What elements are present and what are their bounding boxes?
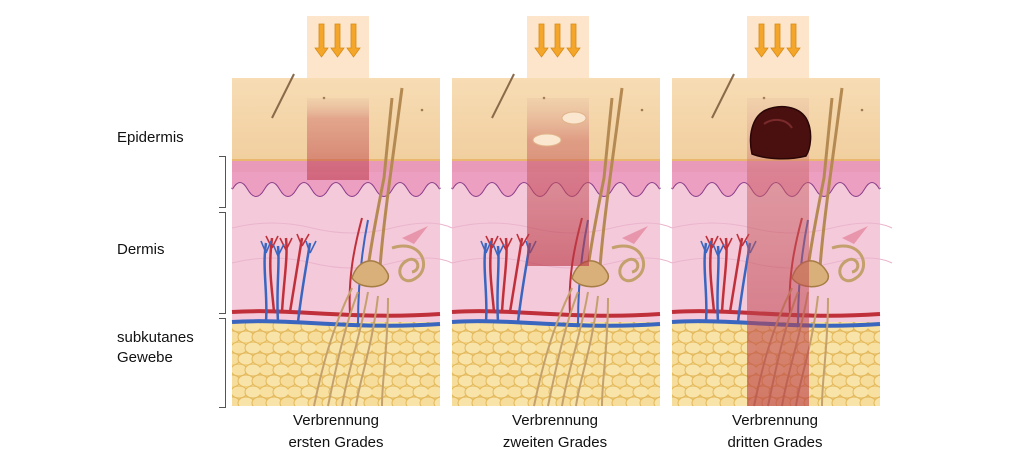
heat-beam-2: [527, 16, 589, 266]
heat-beam-3: [747, 16, 812, 406]
burn-zone-2: [527, 98, 589, 266]
caption-first-degree: Verbrennung ersten Grades: [226, 410, 446, 454]
heat-arrows-icon: [754, 23, 801, 58]
bracket-epidermis: [219, 156, 226, 208]
caption-line: ersten Grades: [288, 434, 384, 451]
heat-arrows-icon: [534, 23, 581, 58]
burn-zone-1: [307, 98, 369, 180]
bracket-subcutaneous: [219, 318, 226, 408]
label-subcutaneous-line-2: Gewebe: [117, 349, 173, 366]
label-epidermis: Epidermis: [117, 129, 184, 146]
blister-icon: [532, 111, 587, 147]
label-subcutaneous: subkutanes Gewebe: [117, 328, 194, 368]
label-subcutaneous-line-1: subkutanes: [117, 329, 194, 346]
eschar-icon: [749, 105, 812, 160]
heat-beam-1: [307, 16, 369, 180]
caption-line: zweiten Grades: [502, 434, 608, 451]
caption-line: Verbrennung: [293, 412, 379, 429]
caption-line: Verbrennung: [512, 412, 598, 429]
caption-third-degree: Verbrennung dritten Grades: [665, 410, 885, 454]
caption-line: dritten Grades: [727, 434, 823, 451]
caption-line: Verbrennung: [732, 412, 818, 429]
heat-arrows-icon: [314, 23, 361, 58]
label-dermis: Dermis: [117, 241, 165, 258]
bracket-dermis: [219, 212, 226, 314]
caption-second-degree: Verbrennung zweiten Grades: [445, 410, 665, 454]
